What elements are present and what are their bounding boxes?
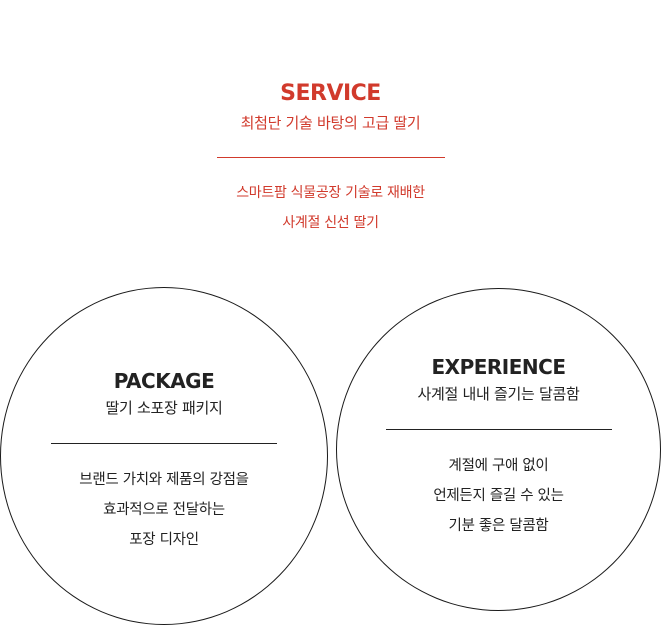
experience-content: EXPERIENCE 사계절 내내 즐기는 달콤함 계절에 구애 없이 언제든지… — [337, 354, 660, 541]
experience-divider — [385, 429, 612, 430]
experience-desc-line: 계절에 구애 없이 — [448, 458, 549, 474]
package-circle: PACKAGE 딸기 소포장 패키지 브랜드 가치와 제품의 강점을 효과적으로… — [0, 287, 328, 625]
experience-title: EXPERIENCE — [431, 355, 566, 379]
experience-desc-line: 기분 좋은 달콤함 — [448, 518, 549, 534]
service-description: 스마트팜 식물공장 기술로 재배한 사계절 신선 딸기 — [0, 178, 661, 238]
package-description: 브랜드 가치와 제품의 강점을 효과적으로 전달하는 포장 디자인 — [1, 465, 327, 555]
package-desc-line: 브랜드 가치와 제품의 강점을 — [79, 472, 249, 488]
experience-description: 계절에 구애 없이 언제든지 즐길 수 있는 기분 좋은 달콤함 — [337, 451, 660, 541]
service-section: SERVICE 최첨단 기술 바탕의 고급 딸기 스마트팜 식물공장 기술로 재… — [0, 80, 661, 238]
package-desc-line: 포장 디자인 — [129, 532, 199, 548]
experience-desc-line: 언제든지 즐길 수 있는 — [433, 488, 564, 504]
package-title: PACKAGE — [113, 369, 215, 393]
package-divider — [51, 443, 277, 444]
package-subtitle: 딸기 소포장 패키지 — [105, 399, 223, 417]
service-divider — [216, 157, 445, 158]
service-desc-line: 사계절 신선 딸기 — [282, 215, 379, 231]
package-content: PACKAGE 딸기 소포장 패키지 브랜드 가치와 제품의 강점을 효과적으로… — [1, 368, 327, 555]
service-desc-line: 스마트팜 식물공장 기술로 재배한 — [236, 185, 425, 201]
experience-subtitle: 사계절 내내 즐기는 달콤함 — [417, 385, 580, 403]
package-desc-line: 효과적으로 전달하는 — [103, 502, 225, 518]
service-subtitle: 최첨단 기술 바탕의 고급 딸기 — [240, 114, 421, 132]
service-title: SERVICE — [280, 81, 381, 106]
experience-circle: EXPERIENCE 사계절 내내 즐기는 달콤함 계절에 구애 없이 언제든지… — [336, 288, 661, 611]
